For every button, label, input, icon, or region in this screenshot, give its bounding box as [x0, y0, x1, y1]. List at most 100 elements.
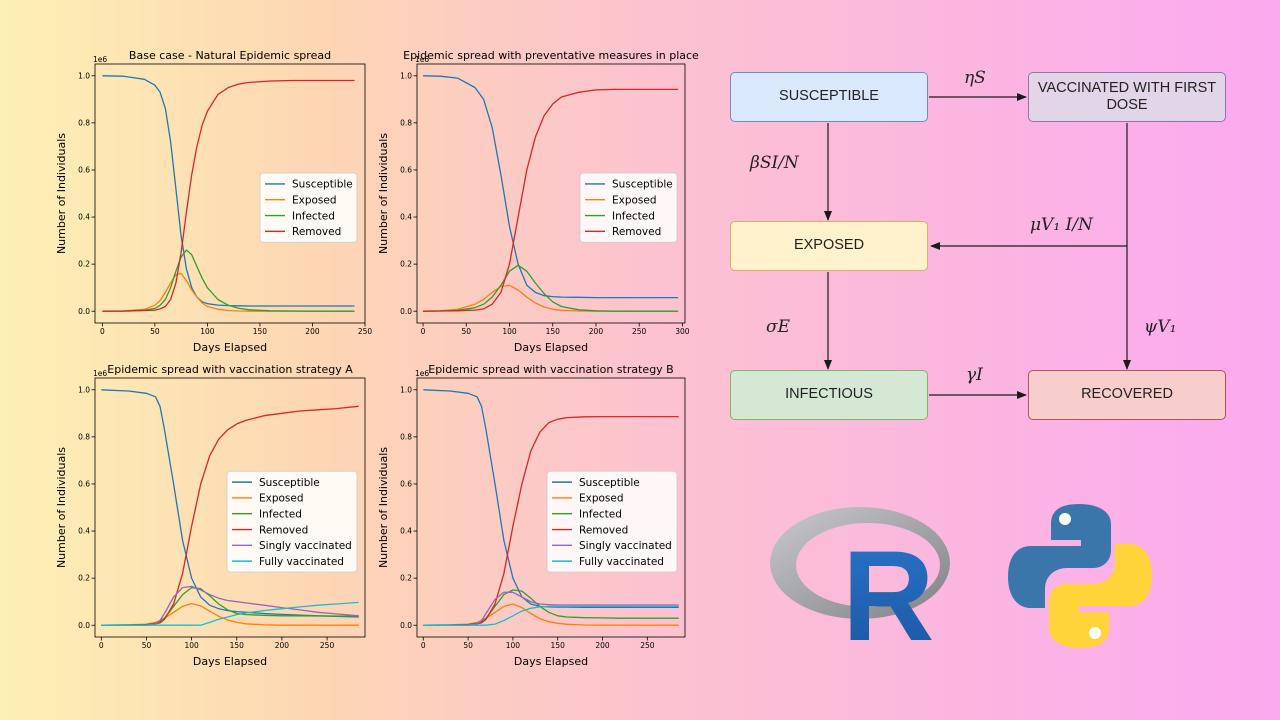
x-tick-label: 50: [150, 327, 160, 336]
python-logo-blue-snake: [1008, 504, 1111, 608]
legend-label: Removed: [292, 226, 341, 238]
node-recovered-label: RECOVERED: [1081, 386, 1173, 403]
chart-title: Base case - Natural Epidemic spread: [129, 49, 331, 62]
legend-label: Infected: [612, 210, 655, 222]
legend-label: Susceptible: [612, 179, 673, 191]
chart-title: Epidemic spread with preventative measur…: [403, 49, 699, 62]
x-tick-label: 0: [100, 327, 105, 336]
y-tick-label: 0.8: [400, 118, 412, 127]
x-tick-label: 100: [184, 641, 199, 650]
y-tick-label: 0.4: [400, 213, 412, 222]
y-tick-label: 0.6: [78, 480, 90, 489]
legend-label: Singly vaccinated: [579, 540, 672, 552]
python-logo-yellow-snake: [1049, 544, 1152, 648]
legend-label: Removed: [612, 226, 661, 238]
edge-label-psi-v1: ψV₁: [1144, 317, 1177, 337]
y-tick-label: 0.0: [400, 621, 412, 630]
series-line-exposed: [423, 603, 679, 626]
x-tick-label: 50: [463, 641, 473, 650]
node-recovered: RECOVERED: [1028, 370, 1226, 420]
y-tick-label: 0.8: [78, 432, 90, 441]
y-tick-label: 0.4: [78, 213, 90, 222]
series-line-susceptible: [423, 75, 679, 299]
legend-label: Exposed: [579, 493, 624, 505]
y-tick-label: 0.8: [400, 432, 412, 441]
x-tick-label: 250: [320, 641, 335, 650]
x-axis-label: Days Elapsed: [514, 655, 588, 668]
y-offset-label: 1e6: [93, 369, 107, 378]
chart-vaccination-strategy-b: Epidemic spread with vaccination strateg…: [372, 362, 690, 672]
x-tick-label: 100: [506, 641, 521, 650]
legend-box: [226, 470, 358, 573]
x-tick-label: 150: [551, 641, 566, 650]
chart-title: Epidemic spread with vaccination strateg…: [107, 363, 353, 376]
y-tick-label: 0.6: [400, 166, 412, 175]
chart-vaccination-strategy-a: Epidemic spread with vaccination strateg…: [50, 362, 370, 672]
y-offset-label: 1e6: [93, 55, 107, 64]
node-exposed-label: EXPOSED: [793, 237, 865, 254]
legend-label: Infected: [292, 210, 335, 222]
chart-base-case: Base case - Natural Epidemic spread 1e6 0 5…: [50, 48, 372, 358]
y-tick-label: 1.0: [78, 385, 90, 394]
node-exposed: EXPOSED: [730, 221, 928, 271]
x-tick-label: 150: [253, 327, 268, 336]
compartment-diagram: SUSCEPTIBLE VACCINATED WITH FIRST DOSE E…: [700, 55, 1260, 445]
y-tick-label: 1.0: [400, 385, 412, 394]
legend-label: Susceptible: [259, 477, 320, 489]
legend-box: [546, 470, 678, 573]
legend-box: [579, 172, 678, 243]
node-vaccinated-first-dose: VACCINATED WITH FIRST DOSE: [1028, 72, 1226, 122]
legend-label: Infected: [579, 509, 622, 521]
node-susceptible-label: SUSCEPTIBLE: [779, 88, 879, 105]
legend-label: Fully vaccinated: [259, 556, 344, 568]
series-line-fully-vaccinated: [101, 601, 359, 626]
y-tick-label: 0.0: [78, 621, 90, 630]
y-tick-label: 0.4: [78, 527, 90, 536]
x-tick-label: 200: [275, 641, 290, 650]
chart-preventative-measures: Epidemic spread with preventative measur…: [372, 48, 699, 358]
plot-frame: [94, 63, 366, 324]
y-tick-label: 0.0: [400, 307, 412, 316]
series-line-fully-vaccinated: [423, 605, 679, 626]
x-tick-label: 100: [200, 327, 215, 336]
series-line-singly-vaccinated: [423, 591, 679, 626]
x-axis-label: Days Elapsed: [514, 341, 588, 354]
legend-label: Singly vaccinated: [259, 540, 352, 552]
series-line-susceptible: [423, 389, 679, 608]
series-line-exposed: [101, 602, 359, 626]
node-vaccinated-label: VACCINATED WITH FIRST DOSE: [1037, 79, 1217, 113]
x-tick-label: 50: [462, 327, 472, 336]
edge-label-sigma-e: σE: [766, 317, 791, 337]
y-axis-label: Number of Individuals: [55, 133, 68, 254]
python-logo: [1005, 502, 1155, 650]
series-line-infected: [101, 586, 359, 626]
y-tick-label: 0.2: [78, 574, 90, 583]
legend-label: Exposed: [259, 493, 304, 505]
r-logo-letter: R: [842, 525, 934, 645]
legend-label: Infected: [259, 509, 302, 521]
x-tick-label: 250: [632, 327, 647, 336]
legend-label: Fully vaccinated: [579, 556, 664, 568]
x-tick-label: 250: [640, 641, 655, 650]
y-tick-label: 0.2: [400, 260, 412, 269]
y-tick-label: 1.0: [78, 71, 90, 80]
node-infectious: INFECTIOUS: [730, 370, 928, 420]
plot-frame: [416, 63, 686, 324]
r-logo: R: [768, 505, 958, 668]
legend-label: Exposed: [292, 195, 337, 207]
edge-label-beta-si-n: βSI/N: [750, 153, 799, 173]
y-offset-label: 1e6: [415, 369, 429, 378]
x-tick-label: 300: [675, 327, 690, 336]
diagram-arrows: [824, 93, 1131, 399]
legend-label: Susceptible: [579, 477, 640, 489]
legend-label: Susceptible: [292, 179, 353, 191]
y-axis-label: Number of Individuals: [377, 447, 390, 568]
y-tick-label: 0.2: [78, 260, 90, 269]
y-axis-label: Number of Individuals: [377, 133, 390, 254]
x-axis-label: Days Elapsed: [193, 655, 267, 668]
series-line-susceptible: [101, 389, 359, 618]
node-infectious-label: INFECTIOUS: [785, 386, 873, 403]
x-tick-label: 150: [230, 641, 245, 650]
legend-label: Exposed: [612, 195, 657, 207]
